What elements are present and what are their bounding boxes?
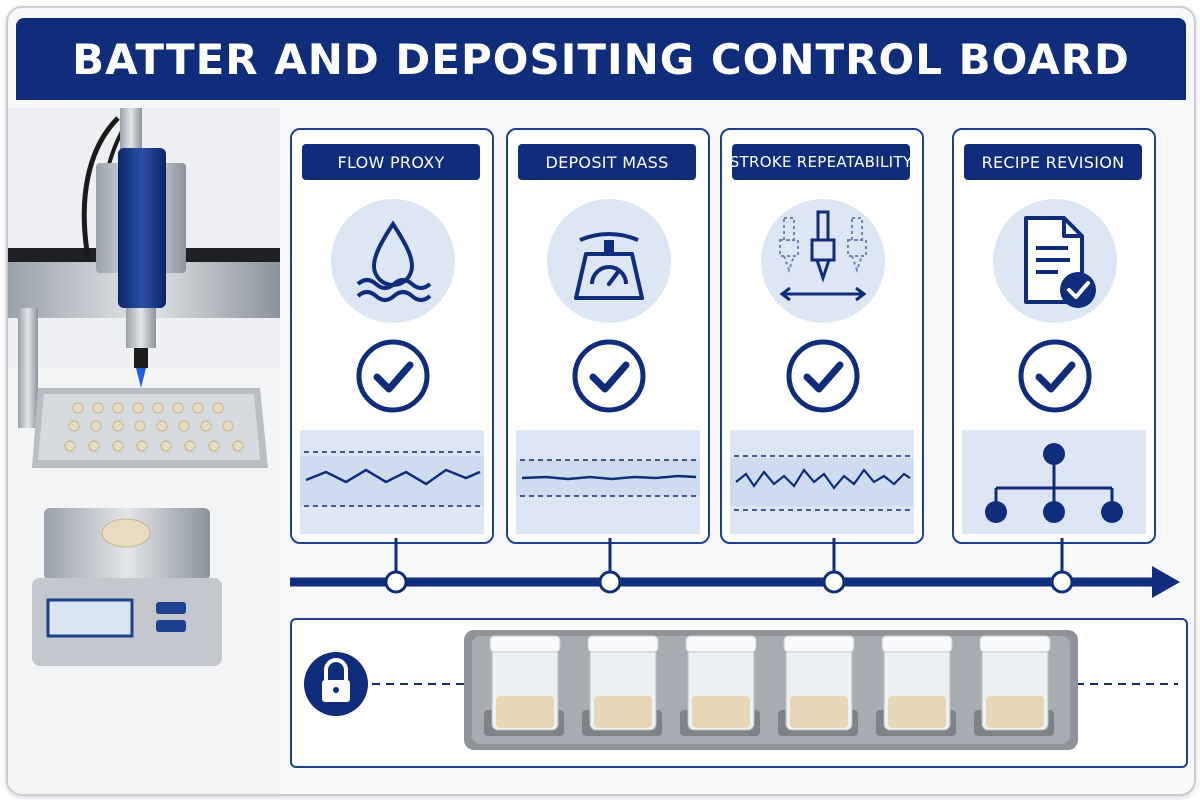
water-drop-icon: [331, 199, 455, 323]
card-recipe-revision: RECIPE REVISION: [952, 128, 1156, 544]
weighing-scale-icon: [547, 199, 671, 323]
process-timeline: [290, 538, 1180, 598]
check-circle-icon: [572, 339, 646, 413]
card-label-deposit-mass: DEPOSIT MASS: [518, 144, 696, 180]
check-circle-icon: [786, 339, 860, 413]
sample-tray-panel: [290, 618, 1188, 768]
depositor-nozzle-icon: [761, 199, 885, 323]
title-bar: BATTER AND DEPOSITING CONTROL BOARD: [16, 18, 1186, 100]
card-flow-proxy: FLOW PROXY: [290, 128, 494, 544]
card-stroke-repeatability: STROKE REPEATABILITY: [720, 128, 924, 544]
mass-trend-chart: [516, 430, 700, 534]
card-label-flow-proxy: FLOW PROXY: [302, 144, 480, 180]
check-circle-icon: [356, 339, 430, 413]
sample-cups: [489, 635, 1051, 731]
equipment-photo: [8, 108, 280, 794]
card-label-recipe-revision: RECIPE REVISION: [964, 144, 1142, 180]
card-label-stroke-repeatability: STROKE REPEATABILITY: [730, 144, 912, 180]
sample-tray: [304, 630, 1178, 750]
stroke-trend-chart: [730, 430, 914, 534]
revision-tree-diagram: [962, 430, 1146, 534]
page-title: BATTER AND DEPOSITING CONTROL BOARD: [72, 34, 1130, 84]
check-circle-icon: [1018, 339, 1092, 413]
control-board: BATTER AND DEPOSITING CONTROL BOARD: [6, 6, 1196, 796]
card-deposit-mass: DEPOSIT MASS: [506, 128, 710, 544]
document-check-icon: [993, 199, 1117, 323]
flow-trend-chart: [300, 430, 484, 534]
